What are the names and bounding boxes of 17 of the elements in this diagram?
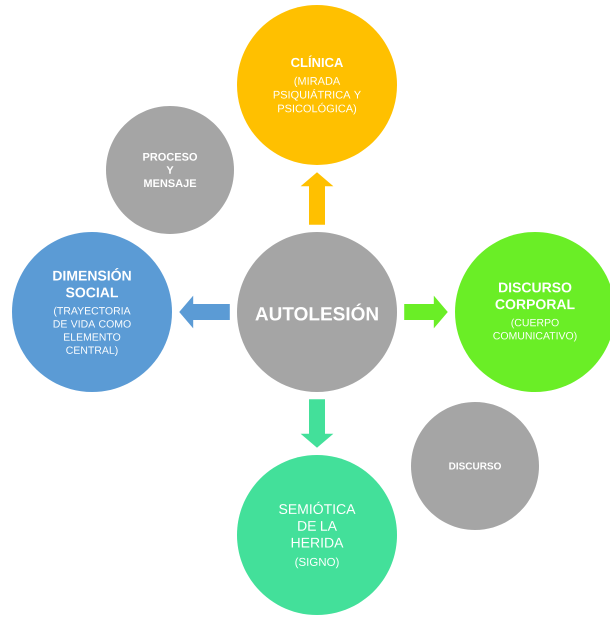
circle [237, 455, 397, 615]
circle-heading: DISCURSO [449, 462, 501, 470]
circle-text: (MIRADA PSIQUIÁTRICA Y PSICOLÓGICA) [274, 76, 361, 115]
circle [106, 106, 234, 234]
circle [411, 402, 539, 530]
circle-text: (SIGNO) [295, 558, 339, 568]
circle [237, 5, 397, 165]
circle-heading: DIMENSIÓN SOCIAL [53, 268, 131, 298]
circle [237, 232, 397, 392]
circle-text: (TRAYECTORIA DE VIDA COMO ELEMENTO CENTRAL) [54, 306, 131, 356]
circle [12, 232, 172, 392]
circle-heading: DISCURSO CORPORAL [496, 282, 575, 310]
circle-heading: SEMIÓTICA DE LA HERIDA [279, 502, 356, 548]
circle-heading: PROCESO Y MENSAJE [143, 152, 198, 188]
circle-text: (CUERPO COMUNICATIVO) [493, 318, 577, 342]
circle-heading: CLÍNICA [291, 55, 344, 68]
circle-heading: AUTOLESIÓN [255, 304, 378, 321]
